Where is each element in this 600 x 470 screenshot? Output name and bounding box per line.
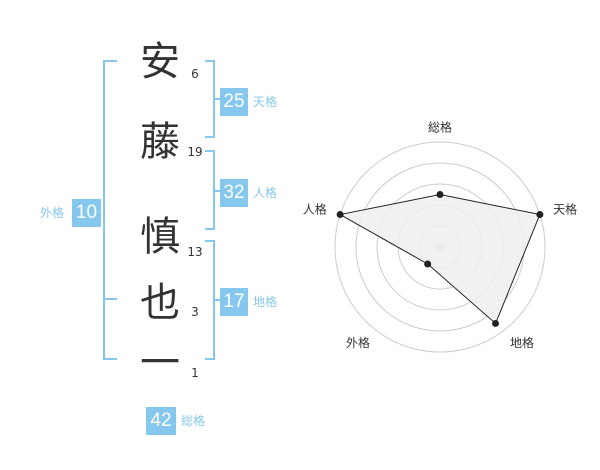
gaikaku-bracket (103, 60, 117, 360)
radar-point (536, 211, 544, 219)
jinkaku-label: 人格 (253, 186, 278, 200)
radar-point (336, 211, 344, 219)
radar-axis-label: 人格 (303, 202, 327, 217)
chikaku-label: 地格 (253, 295, 278, 309)
name-char: 慎 (140, 214, 180, 260)
stroke-count: 13 (187, 245, 203, 259)
chikaku-badge: 17 (220, 288, 248, 316)
gaikaku-badge: 10 (72, 199, 101, 227)
name-char: 也 (140, 280, 180, 326)
tenkaku-bracket (205, 60, 215, 138)
jinkaku-tick (215, 190, 220, 192)
name-char: 一 (140, 340, 180, 386)
radar-polygon (338, 193, 541, 325)
radar-point (436, 191, 444, 198)
soukaku-badge: 42 (146, 407, 176, 435)
soukaku-label: 総格 (181, 414, 206, 428)
radar-point (492, 319, 500, 327)
stroke-count: 3 (191, 305, 199, 319)
name-char: 安 (140, 39, 180, 85)
radar-ring (334, 141, 546, 353)
chikaku-bracket (205, 240, 215, 360)
name-char: 藤 (140, 119, 180, 165)
stroke-count: 19 (187, 145, 203, 159)
tenkaku-badge: 25 (220, 88, 248, 116)
radar-axis-label: 外格 (346, 335, 370, 350)
gaikaku-inner-tick (103, 298, 117, 300)
stroke-count: 1 (191, 366, 199, 380)
radar-axis-label: 総格 (428, 120, 452, 135)
jinkaku-badge: 32 (220, 179, 248, 207)
tenkaku-tick (215, 98, 220, 100)
jinkaku-bracket (205, 150, 215, 230)
stroke-count: 6 (191, 67, 199, 81)
tenkaku-label: 天格 (253, 95, 278, 109)
radar-axis-label: 天格 (553, 202, 577, 217)
radar-axis-label: 地格 (510, 335, 534, 350)
chikaku-tick (215, 299, 220, 301)
radar-point (424, 260, 432, 268)
gaikaku-label: 外格 (40, 206, 65, 220)
